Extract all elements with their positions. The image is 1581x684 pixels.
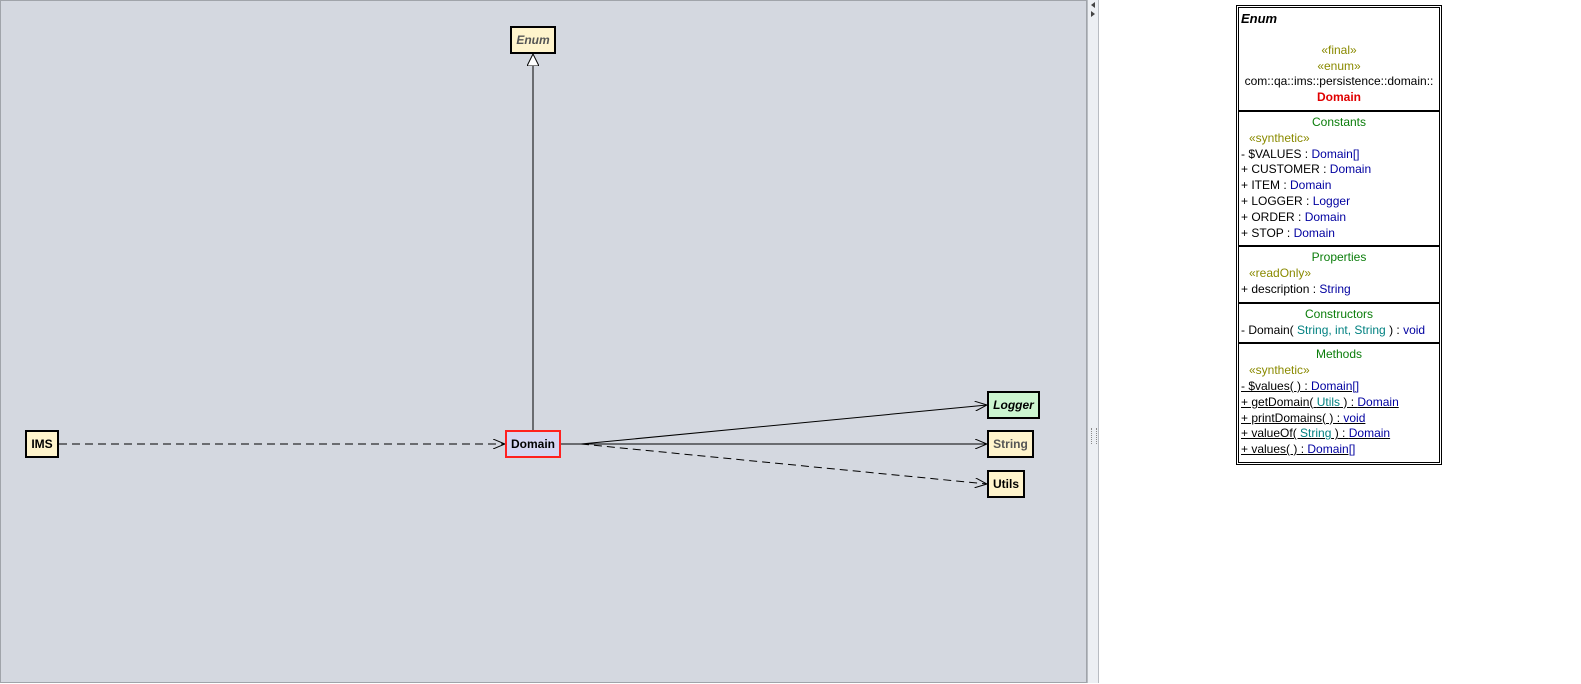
splitter-grip-icon[interactable] <box>1091 428 1097 444</box>
constant-type: Domain[] <box>1311 146 1360 161</box>
constant-row[interactable]: + ITEM : Domain <box>1241 178 1437 194</box>
domain-class-node[interactable]: Domain <box>505 430 561 458</box>
pane-splitter[interactable] <box>1087 0 1099 683</box>
method-row[interactable]: + printDomains( ) : void <box>1241 411 1437 427</box>
method-signature: + printDomains( ) : <box>1241 410 1344 425</box>
constant-signature: + ITEM : <box>1241 178 1291 193</box>
method-signature: + getDomain( <box>1241 394 1317 409</box>
method-row[interactable]: + getDomain( Utils ) : Domain <box>1241 395 1437 411</box>
constant-row[interactable]: + ORDER : Domain <box>1241 210 1437 226</box>
method-return-type: void <box>1343 410 1366 425</box>
header-compartment: Enum «final» «enum» com::qa::ims::persis… <box>1239 8 1439 110</box>
class-name: Domain <box>1316 90 1361 105</box>
constant-row[interactable]: + STOP : Domain <box>1241 226 1437 242</box>
constants-heading: Constants <box>1311 114 1367 129</box>
string-class-node[interactable]: String <box>987 430 1034 458</box>
box-title: Enum <box>1241 11 1278 26</box>
logger-class-node[interactable]: Logger <box>987 391 1040 419</box>
methods-heading: Methods <box>1315 347 1363 362</box>
property-type: String <box>1319 281 1351 296</box>
diagram-connectors <box>59 54 1088 684</box>
class-details-pane: Enum «final» «enum» com::qa::ims::persis… <box>1099 0 1581 683</box>
constant-type: Domain <box>1290 178 1332 193</box>
property-row[interactable]: + description : String <box>1241 282 1437 298</box>
constant-type: Domain <box>1293 225 1335 240</box>
constant-type: Domain <box>1304 209 1347 224</box>
constructors-compartment: Constructors - Domain( String, int, Stri… <box>1239 301 1439 343</box>
property-signature: + description : <box>1241 281 1320 296</box>
class-diagram-canvas[interactable]: Enum IMS Domain Logger String Utils <box>0 0 1087 683</box>
constructor-params: String, int, String <box>1297 322 1386 337</box>
method-row[interactable]: - $values( ) : Domain[] <box>1241 379 1437 395</box>
constant-type: Domain <box>1329 162 1372 177</box>
constants-compartment: Constants «synthetic» - $VALUES : Domain… <box>1239 109 1439 245</box>
constant-signature: + LOGGER : <box>1241 193 1313 208</box>
constant-row[interactable]: + CUSTOMER : Domain <box>1241 162 1437 178</box>
dependency-domain-utils <box>580 443 987 484</box>
ims-class-node[interactable]: IMS <box>25 430 59 458</box>
constructor-return-sep: ) : <box>1385 322 1404 337</box>
methods-compartment: Methods «synthetic» - $values( ) : Domai… <box>1239 342 1439 462</box>
method-signature: + values( ) : <box>1241 442 1308 457</box>
properties-stereotype: «readOnly» <box>1249 266 1312 281</box>
package-path: com::qa::ims::persistence::domain:: <box>1244 74 1434 89</box>
constant-signature: - $VALUES : <box>1241 146 1312 161</box>
enum-stereotype: «enum» <box>1317 58 1361 73</box>
method-signature: - $values( ) : <box>1241 378 1312 393</box>
method-return-type: Domain <box>1348 426 1391 441</box>
method-row[interactable]: + values( ) : Domain[] <box>1241 442 1437 458</box>
constant-signature: + STOP : <box>1241 225 1294 240</box>
method-return-type: Domain[] <box>1307 442 1356 457</box>
method-return-type: Domain <box>1357 394 1399 409</box>
method-return-type: Domain[] <box>1311 378 1360 393</box>
final-stereotype: «final» <box>1321 42 1357 57</box>
method-row[interactable]: + valueOf( String ) : Domain <box>1241 426 1437 442</box>
constructor-return-type: void <box>1403 322 1426 337</box>
constructor-row[interactable]: - Domain( String, int, String ) : void <box>1241 323 1437 339</box>
class-detail-box: Enum «final» «enum» com::qa::ims::persis… <box>1236 5 1442 465</box>
properties-heading: Properties <box>1311 250 1367 265</box>
utils-class-node[interactable]: Utils <box>987 470 1025 498</box>
constructor-signature: - Domain( <box>1241 322 1298 337</box>
constant-signature: + ORDER : <box>1241 209 1305 224</box>
constant-row[interactable]: + LOGGER : Logger <box>1241 194 1437 210</box>
method-params: Utils <box>1316 394 1341 409</box>
properties-compartment: Properties «readOnly» + description : St… <box>1239 245 1439 301</box>
constant-signature: + CUSTOMER : <box>1241 162 1330 177</box>
method-params: String <box>1300 426 1332 441</box>
enum-class-node[interactable]: Enum <box>510 26 556 54</box>
method-return-sep: ) : <box>1331 426 1349 441</box>
collapse-right-icon[interactable] <box>1091 11 1095 17</box>
constant-type: Logger <box>1312 193 1351 208</box>
constants-stereotype: «synthetic» <box>1249 130 1310 145</box>
method-signature: + valueOf( <box>1241 426 1301 441</box>
collapse-left-icon[interactable] <box>1091 2 1095 8</box>
constant-row[interactable]: - $VALUES : Domain[] <box>1241 147 1437 163</box>
constructors-heading: Constructors <box>1304 306 1374 321</box>
association-domain-logger <box>580 405 987 445</box>
methods-stereotype: «synthetic» <box>1249 363 1310 378</box>
method-return-sep: ) : <box>1340 394 1358 409</box>
